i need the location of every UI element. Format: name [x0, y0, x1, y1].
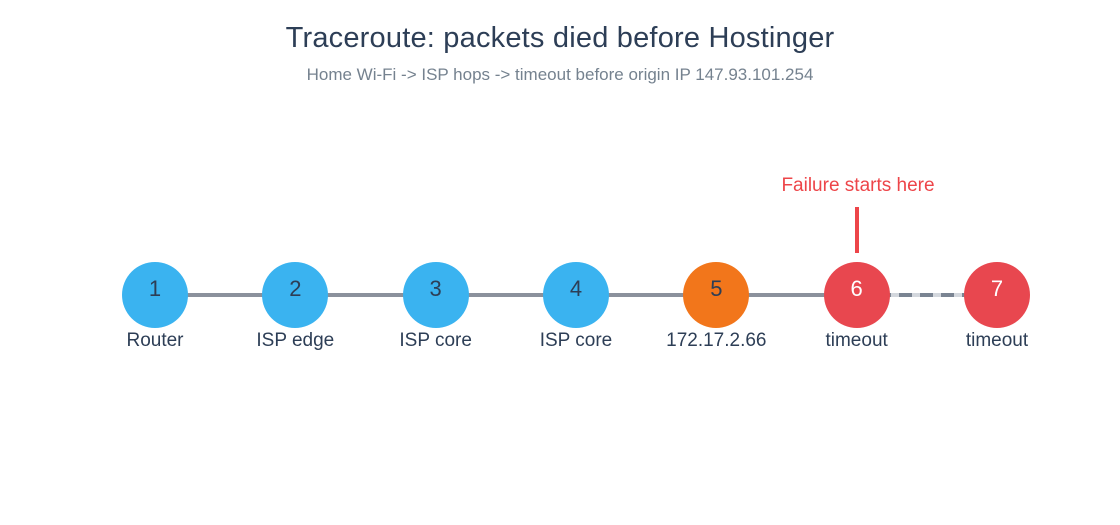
- hop-label: ISP edge: [256, 330, 335, 351]
- hop-link-dashed: [856, 293, 997, 297]
- hop-node-1: 1: [122, 262, 188, 328]
- hop-label: 172.17.2.66: [666, 330, 767, 351]
- hop-node-3: 3: [402, 262, 469, 328]
- hop-link-solid: [575, 293, 717, 297]
- hop-number: 7: [990, 276, 1004, 301]
- hop-node-4: 4: [542, 262, 609, 328]
- failure-annotation-pointer-line: [855, 207, 859, 253]
- hop-number: 2: [289, 276, 302, 301]
- diagram-title: Traceroute: packets died before Hostinge…: [285, 22, 835, 54]
- hop-link-solid: [295, 293, 436, 297]
- hop-node-7: 7: [963, 262, 1030, 328]
- hop-label: ISP core: [539, 330, 613, 351]
- hop-number: 6: [850, 276, 863, 301]
- hop-link-solid: [435, 293, 576, 297]
- hop-number: 5: [710, 276, 723, 301]
- hop-node-6: 6: [823, 262, 890, 328]
- hop-link-solid: [716, 293, 857, 297]
- hop-number: 3: [429, 276, 442, 301]
- hop-number: 4: [569, 276, 583, 301]
- hop-label: timeout: [965, 330, 1029, 351]
- failure-annotation-text: Failure starts here: [781, 175, 935, 196]
- hop-node-5: 5: [683, 262, 750, 328]
- hop-label: Router: [126, 330, 184, 351]
- hop-label: timeout: [825, 330, 888, 351]
- hop-link-solid: [155, 293, 296, 297]
- hop-label: ISP core: [399, 330, 472, 351]
- hop-node-2: 2: [262, 262, 329, 328]
- hop-number: 1: [148, 276, 162, 301]
- diagram-subtitle: Home Wi-Fi -> ISP hops -> timeout before…: [306, 65, 814, 84]
